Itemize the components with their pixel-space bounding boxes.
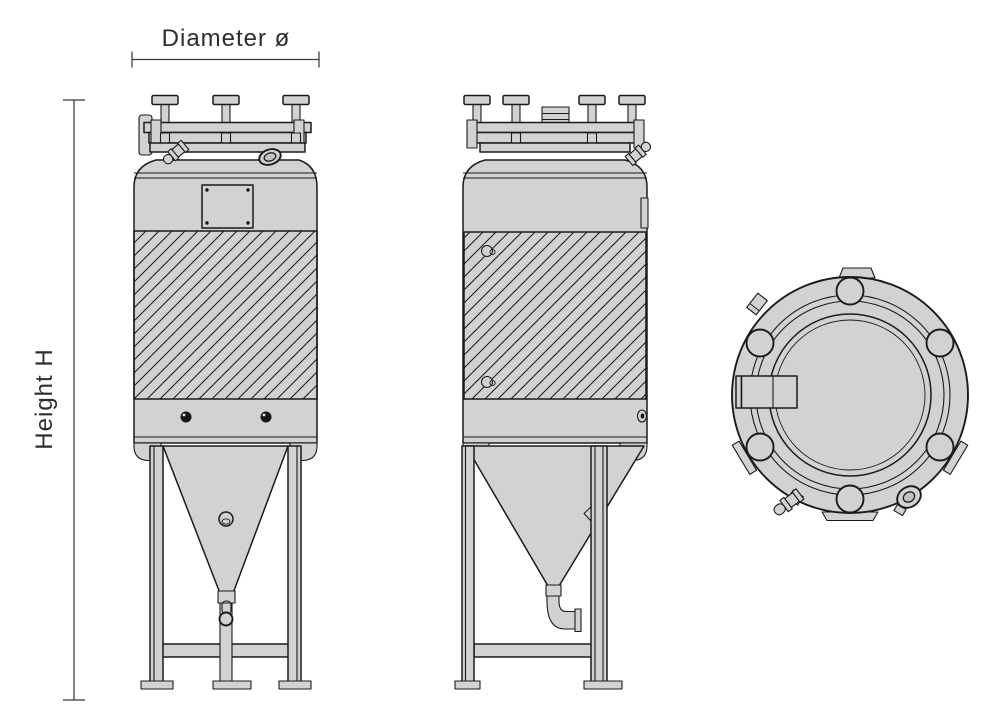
lid-handle [735,375,798,409]
height-label: Height H [31,348,58,449]
nameplate [201,184,254,229]
leg-right [287,445,302,683]
t-bolt-cap [578,94,606,106]
drain-elbow-flange [574,608,582,633]
probe-port-highlight [262,413,266,417]
cone-bottom [465,445,645,587]
t-bolt-cap [282,94,310,106]
leg-rear-pair [590,445,608,683]
front-view [133,94,318,690]
cooling-jacket-hatch [133,230,318,400]
leg [461,445,475,683]
nozzle-tip [162,153,174,165]
lid-knob [925,328,955,358]
leg [287,445,302,683]
cross-brace [473,643,593,658]
crossbar-end-block [466,119,478,149]
leg [149,445,164,683]
t-bolt-cap [151,94,179,106]
probe-port-hole [180,411,192,423]
lid-knob [745,432,775,462]
top-port-ferrule [896,485,922,509]
probe-port-hole [260,411,272,423]
probe-port [180,411,192,423]
foot-pad [140,680,174,690]
handle-bar [740,375,798,409]
nameplate-screw [246,188,250,192]
lid-knob [745,328,775,358]
jacket-fitting [480,244,496,258]
nameplate-screw [205,221,209,225]
jacket-fitting-ring [480,375,494,389]
nameplate-plate [201,184,254,229]
handle-end-cap [735,375,743,409]
nameplate-screw [246,221,250,225]
height-dimension: Height H [31,99,85,701]
rim-clip-block [746,292,768,316]
diameter-dimension: Diameter ø [131,25,320,68]
nameplate-screw [205,188,209,192]
lid-knob [835,484,865,514]
lid-rim-flange [149,142,306,153]
side-port-fitting [636,409,648,423]
ferrule-opening [263,152,277,162]
diameter-label: Diameter ø [162,25,291,52]
probe-port-highlight [182,413,186,417]
foot-pad [278,680,312,690]
rim-clip-notch [749,303,760,312]
t-bolt-cap [618,94,646,106]
outlet-collar [545,584,562,597]
leg-bracket [583,506,592,522]
ferrule-opening [902,491,916,503]
t-bolt-cap [463,94,491,106]
t-bolt-cap [212,94,240,106]
hinge-block-lines [542,112,569,121]
racking-port [218,511,234,527]
jacket-fitting-ring [480,244,494,258]
t-bolt-cap [502,94,530,106]
lid-knob [835,276,865,306]
lid-crossbar [469,121,642,134]
weld-seam-lines [134,172,317,438]
side-bracket-strip [640,197,649,229]
leg [590,445,608,683]
bottom-drain-valve [218,611,234,627]
racking-port-slot [221,518,231,525]
side-nozzle-top-view [773,488,805,516]
t-bolt [282,94,310,128]
top-port-ferrule [258,148,282,166]
jacket-fitting-stub [489,248,496,256]
height-dimension-ticks [63,99,85,701]
drain-elbow [546,595,579,630]
leg-front [461,445,475,683]
rim-clip-upper-left [746,292,768,316]
lid-knob [925,432,955,462]
side-view [454,94,652,690]
blow-off-nozzle [624,141,652,167]
top-view [731,267,969,522]
lid-crossbar-lower [474,131,637,144]
cooling-jacket-hatch [463,231,647,400]
nozzle-tip [773,503,786,516]
t-bolt [212,94,240,128]
lid-crossbar [143,121,312,134]
lid-rim-flange [479,142,631,153]
weld-seam-lines [463,172,647,438]
probe-port [260,411,272,423]
leg-edge-lines [594,446,604,682]
foot-pad [583,680,623,690]
nozzle-tip [640,141,652,153]
side-port-hole [640,413,645,419]
diameter-dimension-ticks [131,51,320,68]
leg-left [149,445,164,683]
foot-pad [454,680,481,690]
blow-off-nozzle [162,139,190,165]
foot-pad [212,680,252,690]
jacket-fitting [480,375,496,389]
jacket-fitting-stub [489,379,496,387]
